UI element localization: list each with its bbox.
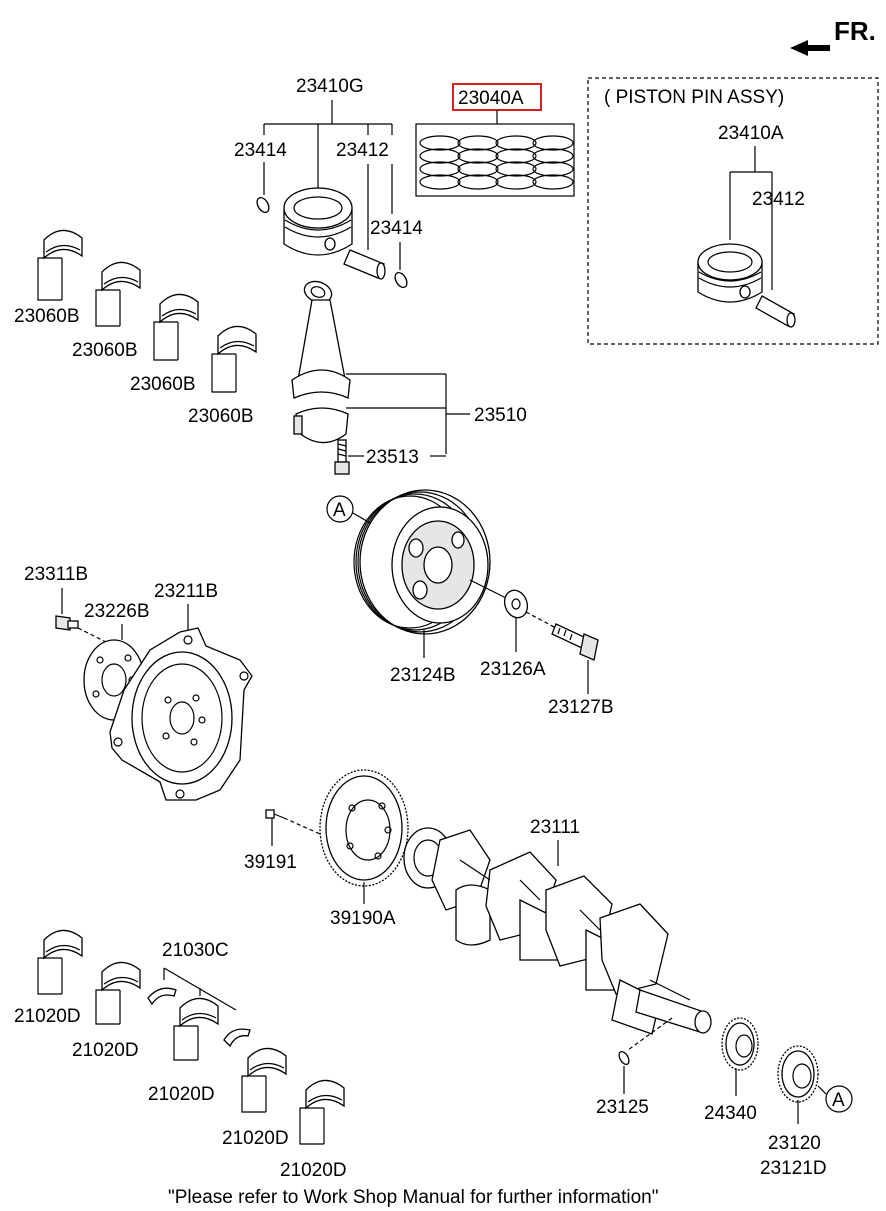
- pulley-bolt-icon: [551, 623, 599, 661]
- bearing-shell-icon: [179, 997, 219, 1028]
- piston-rings-icon: [419, 135, 574, 190]
- part-label-23412-assy[interactable]: 23412: [752, 189, 805, 210]
- bearing-shell-icon: [217, 325, 257, 356]
- part-label-23060B-1[interactable]: 23060B: [14, 306, 80, 327]
- crank-pulley-group: A 23124B 23126A 23127B: [326, 489, 614, 718]
- part-label-23040A[interactable]: 23040A: [458, 88, 524, 109]
- part-label-39191[interactable]: 39191: [244, 852, 297, 873]
- bearing-shell-icon: [43, 229, 83, 260]
- piston-ring-set: 23040A: [415, 83, 575, 197]
- part-label-23414-right[interactable]: 23414: [370, 218, 423, 239]
- part-label-23126A[interactable]: 23126A: [480, 659, 546, 680]
- part-label-21020D-1[interactable]: 21020D: [14, 1006, 81, 1027]
- part-label-24340[interactable]: 24340: [704, 1103, 757, 1124]
- bearing-shell-icon: [159, 293, 199, 324]
- ring-gear-bolt-icon: [265, 809, 285, 819]
- piston-icon: [697, 243, 763, 303]
- crankshaft-icon: [403, 827, 712, 1035]
- connecting-rod-icon: [291, 280, 351, 444]
- part-label-23510[interactable]: 23510: [474, 405, 527, 426]
- part-label-39190A[interactable]: 39190A: [330, 908, 396, 929]
- drive-plate-icon: [109, 627, 253, 801]
- part-label-23410G[interactable]: 23410G: [296, 76, 364, 97]
- ring-gear-icon: [319, 769, 409, 887]
- part-label-23513[interactable]: 23513: [366, 447, 419, 468]
- piston-pin-assy-box: [587, 77, 879, 345]
- part-label-23414-left[interactable]: 23414: [234, 140, 287, 161]
- part-label-21030C[interactable]: 21030C: [162, 940, 229, 961]
- part-label-23124B[interactable]: 23124B: [390, 665, 456, 686]
- bearing-shell-icon: [43, 929, 83, 960]
- ref-marker-a-circle: [326, 495, 354, 523]
- thrust-washer-icon: [223, 1028, 251, 1048]
- part-label-23120[interactable]: 23120: [768, 1133, 821, 1154]
- part-label-23121D[interactable]: 23121D: [760, 1158, 827, 1179]
- part-label-23412[interactable]: 23412: [336, 140, 389, 161]
- pulley-washer-icon: [503, 589, 529, 619]
- part-label-23127B[interactable]: 23127B: [548, 697, 614, 718]
- snap-ring-icon: [394, 271, 408, 289]
- part-label-23060B-4[interactable]: 23060B: [188, 406, 254, 427]
- drive-plate-group: 23311B 23226B 23211B: [24, 564, 253, 801]
- bearing-shell-icon: [305, 1079, 345, 1110]
- crank-pulley-icon: [353, 489, 491, 635]
- part-label-23125[interactable]: 23125: [596, 1097, 649, 1118]
- crank-sprocket-icon: [721, 1017, 759, 1071]
- bearing-shell-icon: [101, 261, 141, 292]
- drive-plate-bolt-icon: [55, 615, 79, 631]
- part-label-21020D-2[interactable]: 21020D: [72, 1040, 139, 1061]
- ref-marker-a-bottom[interactable]: A: [832, 1090, 845, 1111]
- part-label-21020D-3[interactable]: 21020D: [148, 1084, 215, 1105]
- front-direction-label: FR.: [834, 16, 876, 46]
- piston-pin-icon: [343, 249, 386, 280]
- snap-ring-icon: [256, 196, 270, 214]
- piston-pin-icon: [755, 295, 796, 328]
- part-label-23410A[interactable]: 23410A: [718, 123, 784, 144]
- rod-bearings-upper: 23060B 23060B 23060B 23060B: [14, 229, 257, 427]
- crankshaft-group: 23111 23125: [403, 817, 853, 1179]
- part-label-23060B-3[interactable]: 23060B: [130, 374, 196, 395]
- ref-marker-a-top[interactable]: A: [333, 500, 346, 521]
- part-label-21020D-5[interactable]: 21020D: [280, 1160, 347, 1181]
- bearing-shell-icon: [101, 961, 141, 992]
- ring-gear-group: 39191 39190A: [244, 769, 409, 929]
- part-label-21020D-4[interactable]: 21020D: [222, 1128, 289, 1149]
- piston-group: 23410G 23414 23412 23414: [234, 76, 423, 289]
- front-direction-marker: FR.: [790, 16, 876, 56]
- part-label-23060B-2[interactable]: 23060B: [72, 340, 138, 361]
- footer-note: "Please refer to Work Shop Manual for fu…: [168, 1187, 658, 1208]
- part-label-23111[interactable]: 23111: [530, 817, 580, 838]
- piston-icon: [283, 187, 353, 256]
- part-label-23226B[interactable]: 23226B: [84, 601, 150, 622]
- oil-pump-gear-icon: [777, 1045, 819, 1103]
- front-arrow-icon: [790, 40, 830, 56]
- piston-pin-assy-group: ( PISTON PIN ASSY) 23410A 23412: [587, 77, 879, 345]
- rod-bolt-icon: [334, 439, 350, 475]
- crankshaft-key-icon: [618, 1050, 630, 1066]
- bearing-shell-icon: [247, 1047, 287, 1078]
- piston-pin-assy-title: ( PISTON PIN ASSY): [604, 87, 784, 108]
- main-bearings-group: 21020D 21020D 21030C 21020D 21020D: [14, 929, 347, 1181]
- thrust-washer-icon: [147, 987, 177, 1006]
- ring-set-frame: [415, 123, 575, 197]
- ref-marker-a-circle: [825, 1085, 853, 1113]
- connecting-rod-group: 23510 23513: [291, 280, 527, 475]
- part-label-23311B[interactable]: 23311B: [24, 564, 88, 585]
- part-label-23211B[interactable]: 23211B: [154, 581, 218, 602]
